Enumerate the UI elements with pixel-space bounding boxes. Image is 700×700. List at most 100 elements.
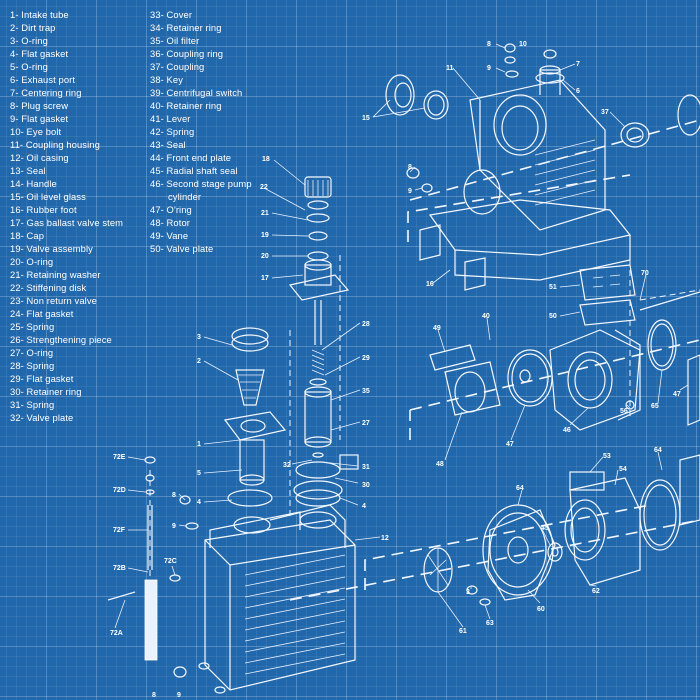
legend-item: 33- Cover <box>150 9 193 20</box>
legend-item: 7- Centering ring <box>10 87 82 98</box>
callout-21: 21 <box>261 210 269 217</box>
callout-leaders <box>114 43 689 629</box>
callout-8-bottom: 8 <box>152 692 156 699</box>
callout-51: 51 <box>549 284 557 291</box>
callout-4-right: 4 <box>362 503 366 510</box>
callout-29: 29 <box>362 355 370 362</box>
callout-56: 56 <box>620 408 628 415</box>
callout-10: 10 <box>519 41 527 48</box>
coupling-housing-drawing <box>385 43 700 291</box>
legend-item: 50- Valve plate <box>150 243 214 254</box>
callout-48: 48 <box>436 461 444 468</box>
callout-15: 15 <box>362 115 370 122</box>
callout-32: 32 <box>283 462 291 469</box>
callout-54: 54 <box>619 466 627 473</box>
callout-64-right: 64 <box>654 447 662 454</box>
axis-line-lower <box>289 519 700 601</box>
callout-8-top: 8 <box>487 41 491 48</box>
callout-9-mid: 9 <box>408 188 412 195</box>
callout-1: 1 <box>197 441 201 448</box>
legend-item: 39- Centrifugal switch <box>150 87 243 98</box>
legend-item: 40- Retainer ring <box>150 100 222 111</box>
legend-item: 22- Stiffening disk <box>10 282 87 293</box>
callout-3: 3 <box>197 334 201 341</box>
legend-item: 47- O'ring <box>150 204 192 215</box>
callout-31: 31 <box>362 464 370 471</box>
callout-8-left: 8 <box>172 492 176 499</box>
legend-item: 24- Flat gasket <box>10 308 74 319</box>
callout-9-left: 9 <box>172 523 176 530</box>
callout-60: 60 <box>537 606 545 613</box>
legend-item: 36- Coupling ring <box>150 48 224 59</box>
intake-assembly-drawing <box>223 327 343 507</box>
legend-item: 30- Retainer ring <box>10 386 82 397</box>
callout-64-left: 64 <box>516 485 524 492</box>
callout-40: 40 <box>482 313 490 320</box>
legend-item: 32- Valve plate <box>10 412 74 423</box>
callout-2: 2 <box>197 358 201 365</box>
callout-5: 5 <box>197 470 201 477</box>
callout-72c: 72C <box>164 558 177 565</box>
callout-65: 65 <box>651 403 659 410</box>
legend-item: 20- O-ring <box>10 256 54 267</box>
callout-72b: 72B <box>113 565 126 572</box>
callout-53: 53 <box>603 453 611 460</box>
callout-9-top: 9 <box>487 65 491 72</box>
callout-62: 62 <box>592 588 600 595</box>
callout-17: 17 <box>261 275 269 282</box>
legend-item: 11- Coupling housing <box>10 139 100 150</box>
legend-item: 12- Oil casing <box>10 152 69 163</box>
callout-22: 22 <box>260 184 268 191</box>
callout-47-left: 47 <box>506 441 514 448</box>
legend-item: 35- Oil filter <box>150 35 200 46</box>
legend-item: 37- Coupling <box>150 61 205 72</box>
legend-item: 38- Key <box>150 74 184 85</box>
callout-19: 19 <box>261 232 269 239</box>
legend-item: 4- Flat gasket <box>10 48 69 59</box>
callout-27: 27 <box>362 420 370 427</box>
legend-item: 26- Strengthening piece <box>10 334 112 345</box>
legend-item: 3- O-ring <box>10 35 48 46</box>
callout-3-lower: 3 <box>466 589 470 596</box>
callout-70: 70 <box>641 270 649 277</box>
callout-46: 46 <box>563 427 571 434</box>
callout-72d: 72D <box>113 487 126 494</box>
legend-item: 23- Non return valve <box>10 295 97 306</box>
legend-item: 44- Front end plate <box>150 152 232 163</box>
legend-item: 29- Flat gasket <box>10 373 74 384</box>
callout-20: 20 <box>261 253 269 260</box>
legend-item: 19- Valve assembly <box>10 243 93 254</box>
legend-item: 27- O-ring <box>10 347 54 358</box>
callout-18: 18 <box>262 156 270 163</box>
gas-ballast-drawing <box>288 176 350 458</box>
legend-item: 10- Eye bolt <box>10 126 62 137</box>
callout-7: 7 <box>576 61 580 68</box>
legend-item: 14- Handle <box>10 178 57 189</box>
legend-item: 45- Radial shaft seal <box>150 165 238 176</box>
axis-bracket-lower <box>364 504 651 590</box>
callout-72e: 72E <box>113 454 126 461</box>
legend-item: 9- Flat gasket <box>10 113 69 124</box>
legend-item: 46- Second stage pump <box>150 178 252 189</box>
callout-28: 28 <box>362 321 370 328</box>
legend-item: 49- Vane <box>150 230 189 241</box>
axis-line-upper <box>409 119 700 201</box>
callout-50: 50 <box>549 313 557 320</box>
legend-item: 25- Spring <box>10 321 55 332</box>
legend-item: 28- Spring <box>10 360 55 371</box>
axis-shaft <box>639 289 700 301</box>
second-stage-pump-drawing <box>429 264 700 431</box>
callout-63: 63 <box>486 620 494 627</box>
legend-item: 43- Seal <box>150 139 186 150</box>
legend-item: 13- Seal <box>10 165 46 176</box>
axis-bracket-upper <box>407 174 631 242</box>
callout-16: 16 <box>426 281 434 288</box>
callout-61: 61 <box>459 628 467 635</box>
legend-item: 42- Spring <box>150 126 195 137</box>
callout-45: 45 <box>541 525 549 532</box>
callout-35: 35 <box>362 388 370 395</box>
